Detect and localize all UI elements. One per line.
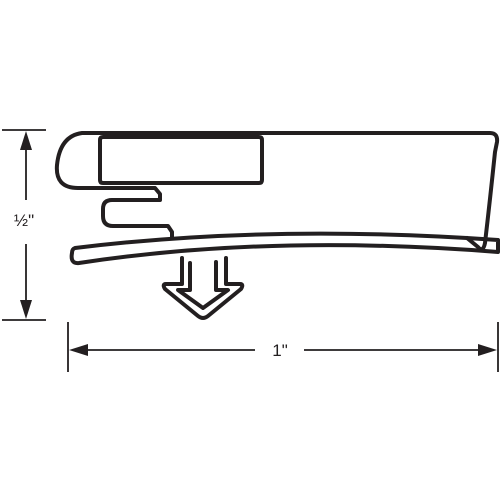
gasket-profile xyxy=(54,131,500,320)
width-arrow-left xyxy=(69,344,88,356)
height-arrow-top xyxy=(20,131,32,150)
height-label: ½" xyxy=(14,211,34,230)
width-label: 1" xyxy=(272,341,288,360)
width-dimension: 1" xyxy=(67,322,499,372)
dart-anchor xyxy=(161,256,245,320)
gasket-outer-shell xyxy=(54,131,500,252)
base-flange xyxy=(69,231,500,266)
magnet-pocket xyxy=(98,135,264,185)
height-arrow-bottom xyxy=(20,300,32,319)
height-dimension: ½" xyxy=(2,129,46,321)
width-arrow-right xyxy=(478,344,497,356)
